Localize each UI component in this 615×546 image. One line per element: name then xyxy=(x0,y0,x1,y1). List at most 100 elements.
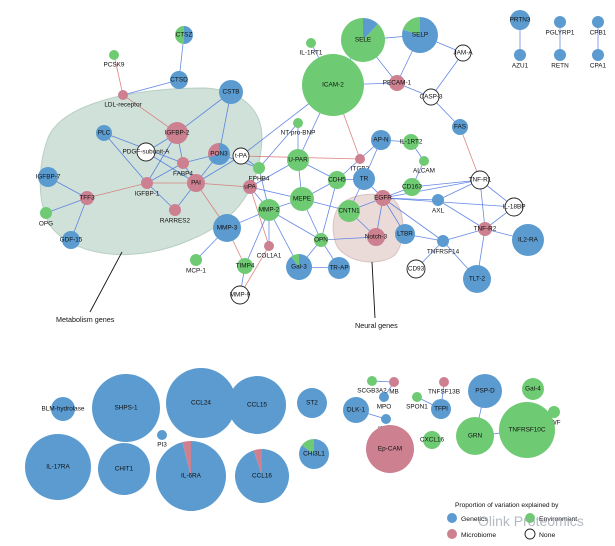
neural-pointer-line xyxy=(371,261,376,319)
node-ccl15[interactable]: CCL15 xyxy=(228,376,286,434)
node-pie-slice xyxy=(175,26,184,44)
node-scgb3a2[interactable]: SCGB3A2 xyxy=(357,376,387,395)
node-circle xyxy=(379,392,389,402)
node-opg[interactable]: OPG xyxy=(39,207,53,228)
node-trap[interactable]: TR-AP xyxy=(328,257,350,279)
node-tnfr2[interactable]: TNF-R2 xyxy=(474,222,497,236)
node-st2[interactable]: ST2 xyxy=(297,388,327,418)
node-pai[interactable]: PAI xyxy=(187,174,205,192)
node-label: CASP-3 xyxy=(419,94,443,101)
node-egfr[interactable]: EGFR xyxy=(374,190,392,206)
node-pspd[interactable]: PSP-D xyxy=(468,374,502,408)
node-mcp1[interactable]: MCP-1 xyxy=(186,254,206,275)
node-il1rt2[interactable]: IL-1RT2 xyxy=(400,134,423,150)
node-axl[interactable]: AXL xyxy=(432,194,445,215)
node-igfbp2[interactable]: IGFBP-2 xyxy=(165,122,190,144)
node-cd93[interactable]: CD93 xyxy=(406,259,426,279)
node-cpb1[interactable]: CPB1 xyxy=(590,16,607,37)
node-upa[interactable]: uPA xyxy=(243,180,257,194)
node-mpo[interactable]: MPO xyxy=(377,392,392,411)
node-epcam[interactable]: Ep-CAM xyxy=(366,425,414,473)
node-cpa1[interactable]: CPA1 xyxy=(590,49,607,70)
node-blmh[interactable]: BLM-hydrolase xyxy=(42,397,85,421)
node-opn[interactable]: OPN xyxy=(314,233,328,247)
node-igfbp7[interactable]: IGFBP-7 xyxy=(36,167,61,187)
node-tfpi[interactable]: TFPI xyxy=(431,399,451,419)
node-prtn3[interactable]: PRTN3 xyxy=(510,10,531,30)
node-il6ra[interactable]: IL-6RA xyxy=(155,441,226,512)
node-shps1[interactable]: SHPS-1 xyxy=(92,374,160,442)
node-label: TNF-R2 xyxy=(474,226,497,233)
node-il1rt1[interactable]: IL-1RT1 xyxy=(300,38,323,57)
node-tnfr1[interactable]: TNF-R1 xyxy=(469,170,492,190)
node-pdgf[interactable]: PDGF-subunit-A xyxy=(123,142,171,162)
node-sele[interactable]: SELE xyxy=(341,18,385,63)
node-tff3[interactable]: TFF3 xyxy=(79,191,95,205)
node-circle xyxy=(136,142,156,162)
node-pecam1[interactable]: PECAM-1 xyxy=(383,75,412,91)
node-mb[interactable]: MB xyxy=(389,377,399,396)
node-mepe[interactable]: MEPE xyxy=(290,187,314,211)
node-tnfsf13b[interactable]: TNFSF13B xyxy=(428,377,460,396)
node-ctsd[interactable]: CTSD xyxy=(170,71,188,89)
node-timp4[interactable]: TIMP4 xyxy=(236,258,255,274)
node-gal4[interactable]: Gal-4 xyxy=(522,378,544,400)
node-label: ICAM-2 xyxy=(322,82,344,89)
node-chit1[interactable]: CHIT1 xyxy=(98,443,150,495)
node-plc[interactable]: PLC xyxy=(96,125,112,141)
node-col1a1[interactable]: COL1A1 xyxy=(257,241,282,260)
node-grn[interactable]: GRN xyxy=(456,417,494,455)
node-mmp3[interactable]: MMP-3 xyxy=(213,214,241,242)
node-ldlr[interactable]: LDL-receptor xyxy=(104,90,143,109)
node-fabp4[interactable]: FABP4 xyxy=(173,157,193,178)
node-ltbr[interactable]: LTBR xyxy=(395,224,415,244)
node-jama[interactable]: JAM-A xyxy=(453,44,473,62)
node-pi3[interactable]: PI3 xyxy=(157,430,167,449)
node-tr[interactable]: TR xyxy=(353,168,375,190)
node-rarres2[interactable]: RARRES2 xyxy=(160,204,191,225)
node-icam2[interactable]: ICAM-2 xyxy=(302,54,364,116)
node-circle xyxy=(190,254,202,266)
node-dlk1[interactable]: DLK-1 xyxy=(343,397,369,423)
node-selp[interactable]: SELP xyxy=(402,17,438,53)
node-ephb4[interactable]: EPHB4 xyxy=(249,162,270,183)
node-cdh5[interactable]: CDH5 xyxy=(328,171,346,189)
node-gal3[interactable]: Gal-3 xyxy=(286,254,313,280)
node-ccl16[interactable]: CCL16 xyxy=(235,448,290,504)
node-cstb[interactable]: CSTB xyxy=(219,80,243,104)
node-circle xyxy=(264,241,274,251)
node-alcam[interactable]: ALCAM xyxy=(413,156,435,175)
node-ctsz[interactable]: CTSZ xyxy=(175,26,193,44)
node-spon1[interactable]: SPON1 xyxy=(406,392,428,411)
node-upar[interactable]: U-PAR xyxy=(287,149,309,171)
node-mmp2[interactable]: MMP-2 xyxy=(258,199,280,221)
node-ntprobnp[interactable]: NT-pro-BNP xyxy=(281,118,316,137)
node-igfbp1[interactable]: IGFBP-1 xyxy=(135,177,160,198)
node-cxcl16[interactable]: CXCL16 xyxy=(420,431,445,449)
node-notch3[interactable]: Notch-3 xyxy=(365,228,388,246)
node-azu1[interactable]: AZU1 xyxy=(512,49,529,70)
node-pglyrp1[interactable]: PGLYRP1 xyxy=(545,16,575,37)
node-label: TR xyxy=(360,176,369,183)
node-retn[interactable]: RETN xyxy=(551,49,569,70)
node-il2ra[interactable]: IL2-RA xyxy=(512,224,544,256)
node-gdf15[interactable]: GDF-15 xyxy=(60,231,83,249)
node-apn[interactable]: AP-N xyxy=(371,130,391,150)
node-pon3[interactable]: PON3 xyxy=(208,143,230,165)
node-tlt2[interactable]: TLT-2 xyxy=(463,265,491,293)
node-tnfrsf14[interactable]: TNFRSF14 xyxy=(427,235,460,256)
node-circle xyxy=(118,90,128,100)
node-tnfrsf10c[interactable]: TNFRSF10C xyxy=(499,402,555,458)
node-mmp9[interactable]: MMP-9 xyxy=(230,285,251,305)
node-tpa[interactable]: t-PA xyxy=(232,147,250,165)
node-ccl24[interactable]: CCL24 xyxy=(166,368,236,438)
node-fas[interactable]: FAS xyxy=(452,119,468,135)
node-casp3[interactable]: CASP-3 xyxy=(419,88,443,106)
node-chi3l1[interactable]: CHI3L1 xyxy=(299,439,330,469)
node-pcsk9[interactable]: PCSK9 xyxy=(104,50,125,69)
node-cntn1[interactable]: CNTN1 xyxy=(338,200,360,222)
node-cd163[interactable]: CD163 xyxy=(402,178,422,196)
node-il17ra[interactable]: IL-17RA xyxy=(25,434,91,500)
node-label: SELE xyxy=(355,37,371,44)
node-il18bp[interactable]: IL-18BP xyxy=(502,197,526,217)
